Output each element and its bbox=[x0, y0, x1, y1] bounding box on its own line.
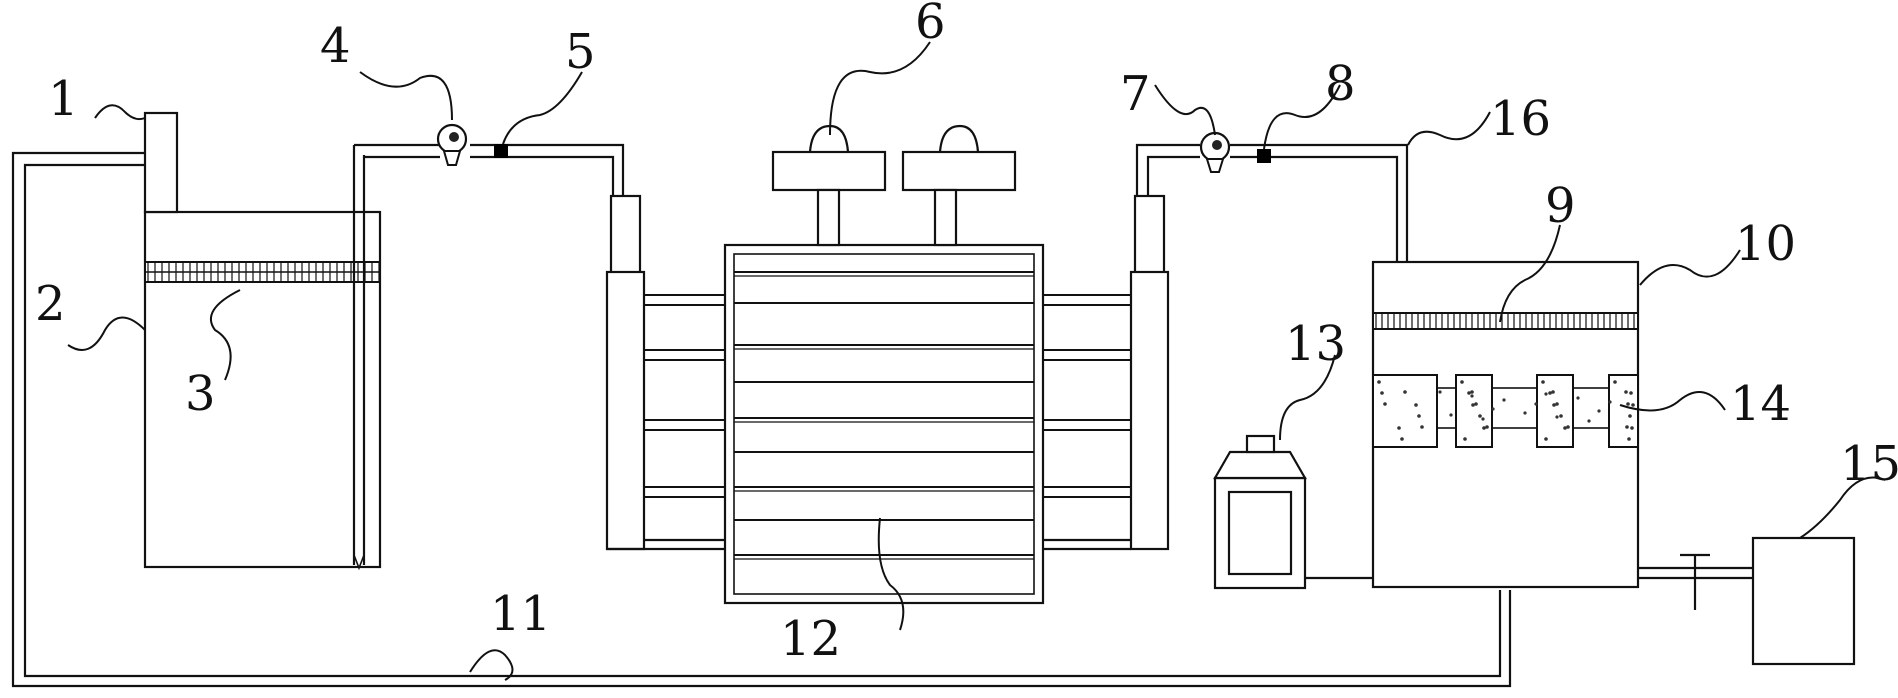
blower-6b bbox=[901, 124, 1017, 247]
label-15: 15 bbox=[1840, 436, 1898, 492]
label-2: 2 bbox=[35, 276, 66, 332]
filter-screen-9 bbox=[1372, 312, 1639, 330]
feed-pipe bbox=[354, 143, 625, 196]
label-12: 12 bbox=[780, 611, 841, 667]
blower-6a bbox=[771, 124, 887, 247]
filter-blocks-14 bbox=[1372, 374, 1639, 448]
dosing-bottle-13 bbox=[1213, 434, 1373, 590]
left-header bbox=[605, 194, 727, 551]
membrane-module-12 bbox=[723, 243, 1045, 605]
label-14: 14 bbox=[1730, 376, 1791, 432]
leader-lines bbox=[67, 41, 1886, 681]
right-header bbox=[1043, 194, 1170, 551]
label-4: 4 bbox=[320, 18, 351, 74]
label-9: 9 bbox=[1545, 178, 1576, 234]
module-tubes bbox=[644, 294, 1131, 498]
valve-5 bbox=[494, 144, 508, 158]
tank-10 bbox=[1371, 260, 1640, 589]
product-pipe bbox=[1135, 143, 1409, 287]
callout-labels: 1 2 3 4 5 6 7 8 9 10 11 12 13 14 15 16 bbox=[35, 0, 1898, 667]
label-7: 7 bbox=[1120, 66, 1151, 122]
label-10: 10 bbox=[1735, 216, 1796, 272]
filter-screen-3 bbox=[144, 261, 381, 283]
pump-7 bbox=[1199, 131, 1231, 173]
collection-box-15 bbox=[1751, 536, 1856, 666]
label-5: 5 bbox=[565, 24, 596, 80]
label-11: 11 bbox=[490, 586, 551, 642]
tank-2 bbox=[143, 111, 382, 571]
outlet-pipe bbox=[1638, 553, 1753, 610]
valve-8 bbox=[1257, 149, 1271, 163]
label-8: 8 bbox=[1325, 56, 1356, 112]
label-6: 6 bbox=[915, 0, 946, 50]
label-13: 13 bbox=[1285, 316, 1346, 372]
label-16: 16 bbox=[1490, 91, 1551, 147]
inlet-pipe-1 bbox=[143, 111, 179, 214]
label-1: 1 bbox=[48, 71, 79, 127]
pump-4 bbox=[436, 123, 468, 166]
return-pipe-11 bbox=[11, 151, 1512, 688]
label-3: 3 bbox=[185, 366, 216, 422]
